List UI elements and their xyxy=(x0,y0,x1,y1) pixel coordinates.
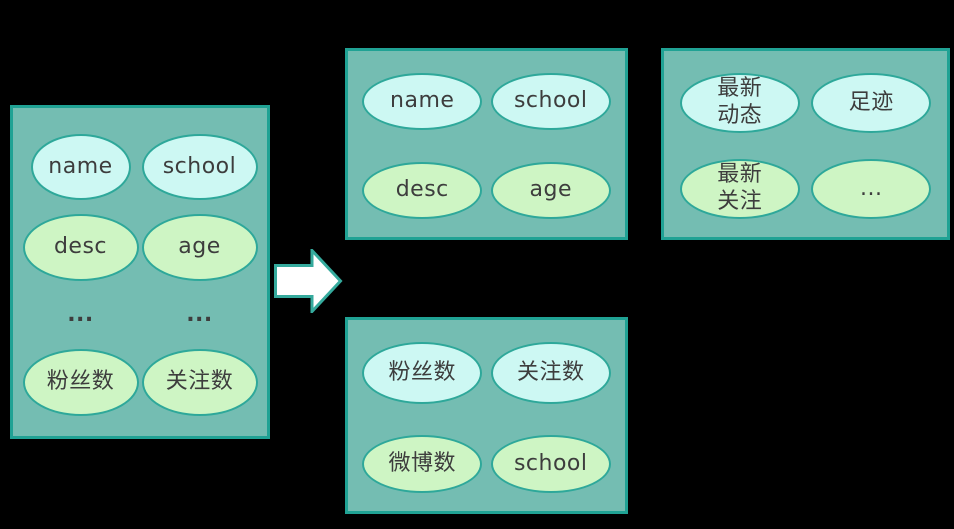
attribute-ellipse: school xyxy=(490,73,611,130)
attribute-label: 足迹 xyxy=(848,89,894,115)
attribute-label: 关注数 xyxy=(165,369,234,395)
entity-box-stats: 粉丝数 关注数微博数 school xyxy=(345,317,628,514)
attribute-label: 微博数 xyxy=(388,450,456,476)
attribute-label: name xyxy=(390,88,455,114)
attribute-ellipse: 最新 动态 xyxy=(679,73,800,133)
ellipsis-placeholder-text: ... xyxy=(67,295,94,335)
attribute-ellipse: desc xyxy=(362,162,483,219)
attribute-ellipse: ... xyxy=(811,159,932,219)
attribute-ellipse: name xyxy=(30,134,131,200)
attribute-label: ... xyxy=(186,301,213,327)
attribute-ellipse: 粉丝数 xyxy=(22,349,139,416)
attribute-ellipse: name xyxy=(362,73,483,130)
attribute-ellipse: 关注数 xyxy=(490,342,611,404)
attribute-ellipse: 粉丝数 xyxy=(362,342,483,404)
attribute-ellipse: school xyxy=(141,134,258,200)
right-arrow-shape xyxy=(274,249,343,313)
attribute-ellipse: age xyxy=(490,162,611,219)
attribute-label: ... xyxy=(67,301,94,327)
ellipsis-placeholder-text: ... xyxy=(186,295,213,335)
attribute-label: 最新 关注 xyxy=(717,162,763,214)
attribute-label: name xyxy=(48,153,113,179)
attribute-label: 关注数 xyxy=(516,359,585,385)
attribute-ellipse: desc xyxy=(22,214,139,281)
attribute-ellipse: school xyxy=(490,435,611,493)
attribute-label: age xyxy=(529,177,572,203)
transform-right-arrow-icon xyxy=(274,249,343,313)
attribute-label: age xyxy=(178,234,221,260)
attribute-label: school xyxy=(513,88,588,114)
attribute-ellipse: 关注数 xyxy=(141,349,258,416)
entity-box-activity: 最新 动态 足迹最新 关注... xyxy=(661,48,950,240)
attribute-ellipse: 足迹 xyxy=(811,73,932,133)
attribute-ellipse: 最新 关注 xyxy=(679,159,800,219)
entity-box-source-attributes: name school desc age...... 粉丝数 关注数 xyxy=(10,105,270,439)
attribute-label: 粉丝数 xyxy=(46,369,115,395)
entity-box-basic-profile: name school desc age xyxy=(345,48,628,240)
attribute-label: school xyxy=(162,153,237,179)
attribute-label: desc xyxy=(395,177,449,203)
attribute-label: ... xyxy=(860,175,883,201)
attribute-ellipse: age xyxy=(141,214,258,281)
attribute-label: 最新 动态 xyxy=(717,76,763,128)
attribute-ellipse: 微博数 xyxy=(362,435,483,493)
attribute-label: school xyxy=(513,450,588,476)
attribute-label: 粉丝数 xyxy=(388,359,456,385)
attribute-label: desc xyxy=(53,234,108,260)
